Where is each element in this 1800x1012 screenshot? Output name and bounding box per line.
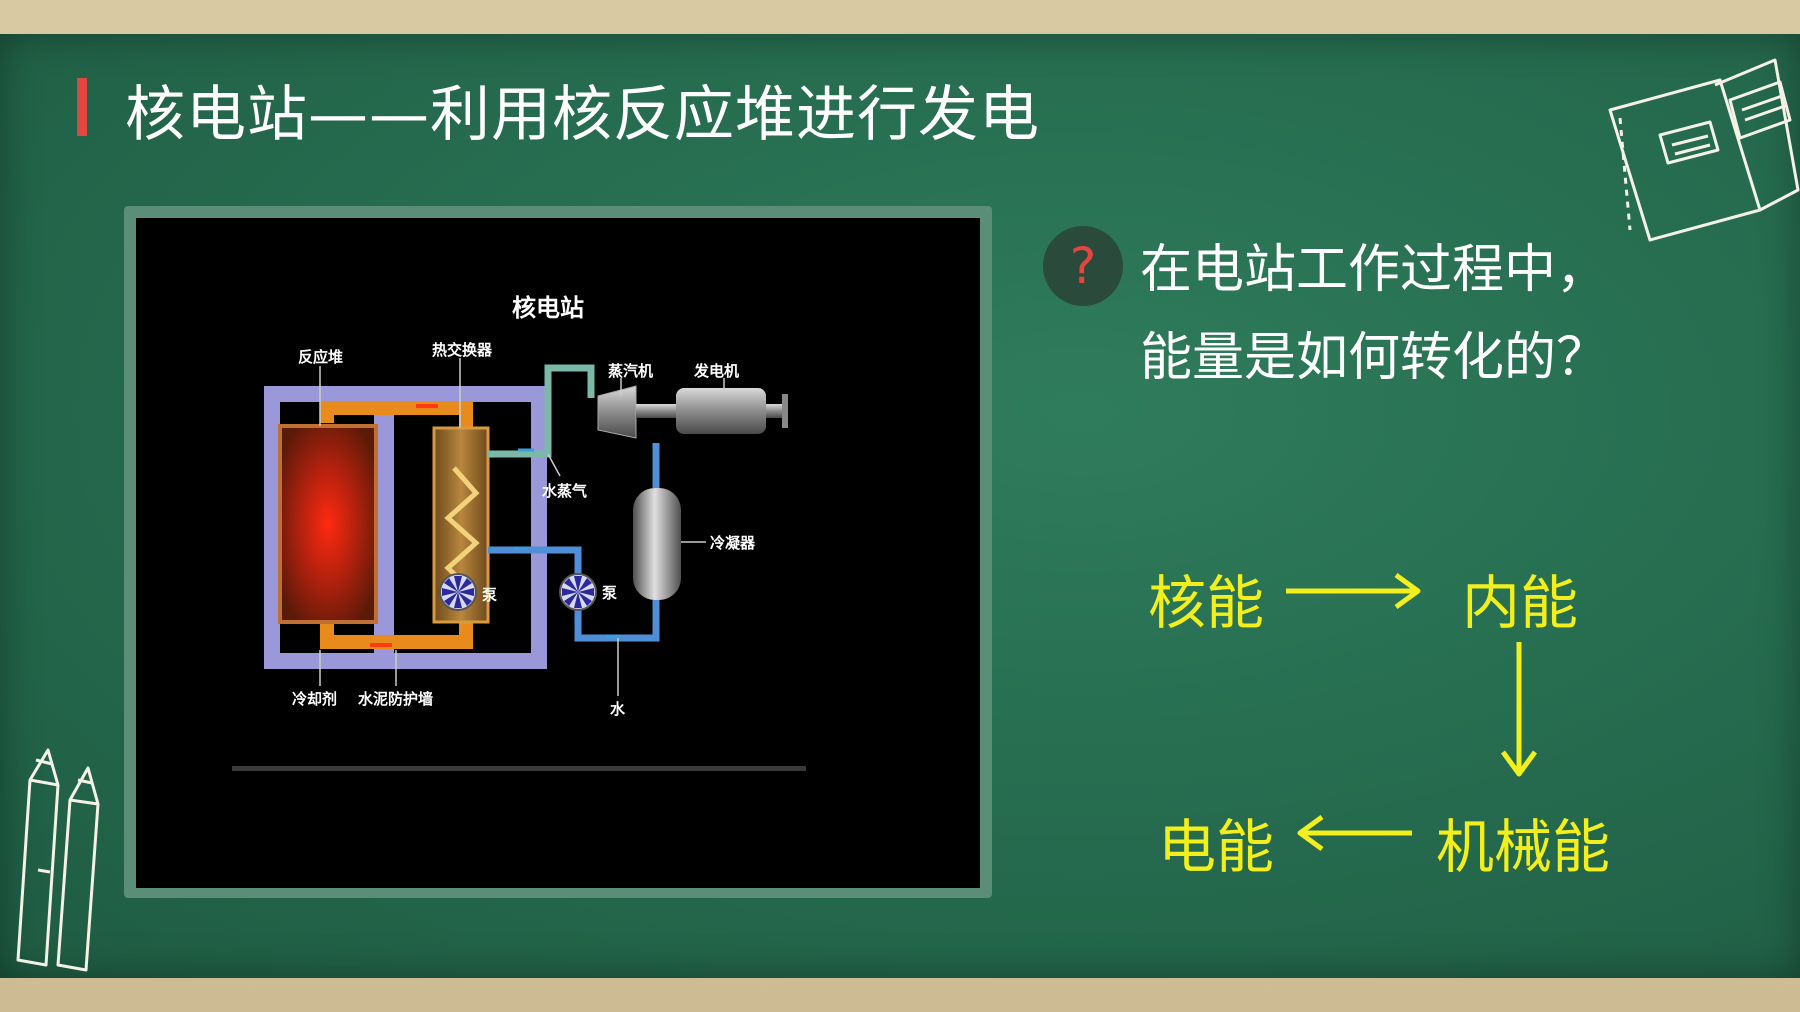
- energy-internal: 内能: [1462, 569, 1579, 637]
- title-accent-bar: [77, 78, 87, 136]
- label-pump-1: 泵: [482, 586, 497, 604]
- arrow-left-icon: [1297, 814, 1412, 852]
- diagram-canvas: 核电站: [232, 294, 806, 771]
- question-icon: ?: [1043, 226, 1123, 306]
- steam-pipe: [488, 364, 595, 458]
- generator: [676, 388, 766, 434]
- question-line-1: 在电站工作过程中，: [1140, 240, 1609, 300]
- page-title: 核电站——利用核反应堆进行发电: [125, 80, 1040, 150]
- pencils-doodle-icon: [16, 748, 100, 972]
- condenser: [633, 488, 681, 600]
- pump-icon: [439, 573, 477, 611]
- label-water: 水: [610, 700, 626, 718]
- question-line-2: 能量是如何转化的？: [1140, 328, 1609, 388]
- energy-mechanical: 机械能: [1436, 813, 1611, 881]
- pump-icon: [559, 573, 597, 611]
- label-wall: 水泥防护墙: [358, 690, 433, 708]
- arrow-right-icon: [1286, 572, 1421, 610]
- nuclear-plant-diagram: 核电站: [136, 218, 980, 888]
- label-reactor: 反应堆: [298, 348, 343, 366]
- label-heat-exchanger: 热交换器: [432, 341, 493, 359]
- label-pump-2: 泵: [602, 584, 617, 602]
- label-turbine: 蒸汽机: [608, 362, 653, 380]
- label-condenser: 冷凝器: [710, 534, 756, 552]
- question-text: 在电站工作过程中， 能量是如何转化的？: [1140, 226, 1608, 402]
- energy-nuclear: 核能: [1148, 569, 1265, 637]
- coolant-loop-pipe: [320, 401, 473, 649]
- notebook-doodle-icon: [1608, 58, 1800, 242]
- turbine: [597, 385, 637, 439]
- label-generator: 发电机: [693, 362, 739, 380]
- energy-electric: 电能: [1158, 813, 1275, 881]
- diagram-baseline: [232, 766, 806, 771]
- water-loop-pipe: [488, 443, 660, 642]
- diagram-title: 核电站: [512, 294, 584, 322]
- reactor-core: [278, 424, 378, 624]
- label-steam: 水蒸气: [542, 482, 587, 500]
- arrow-down-icon: [1500, 642, 1538, 777]
- label-coolant: 冷却剂: [292, 690, 337, 708]
